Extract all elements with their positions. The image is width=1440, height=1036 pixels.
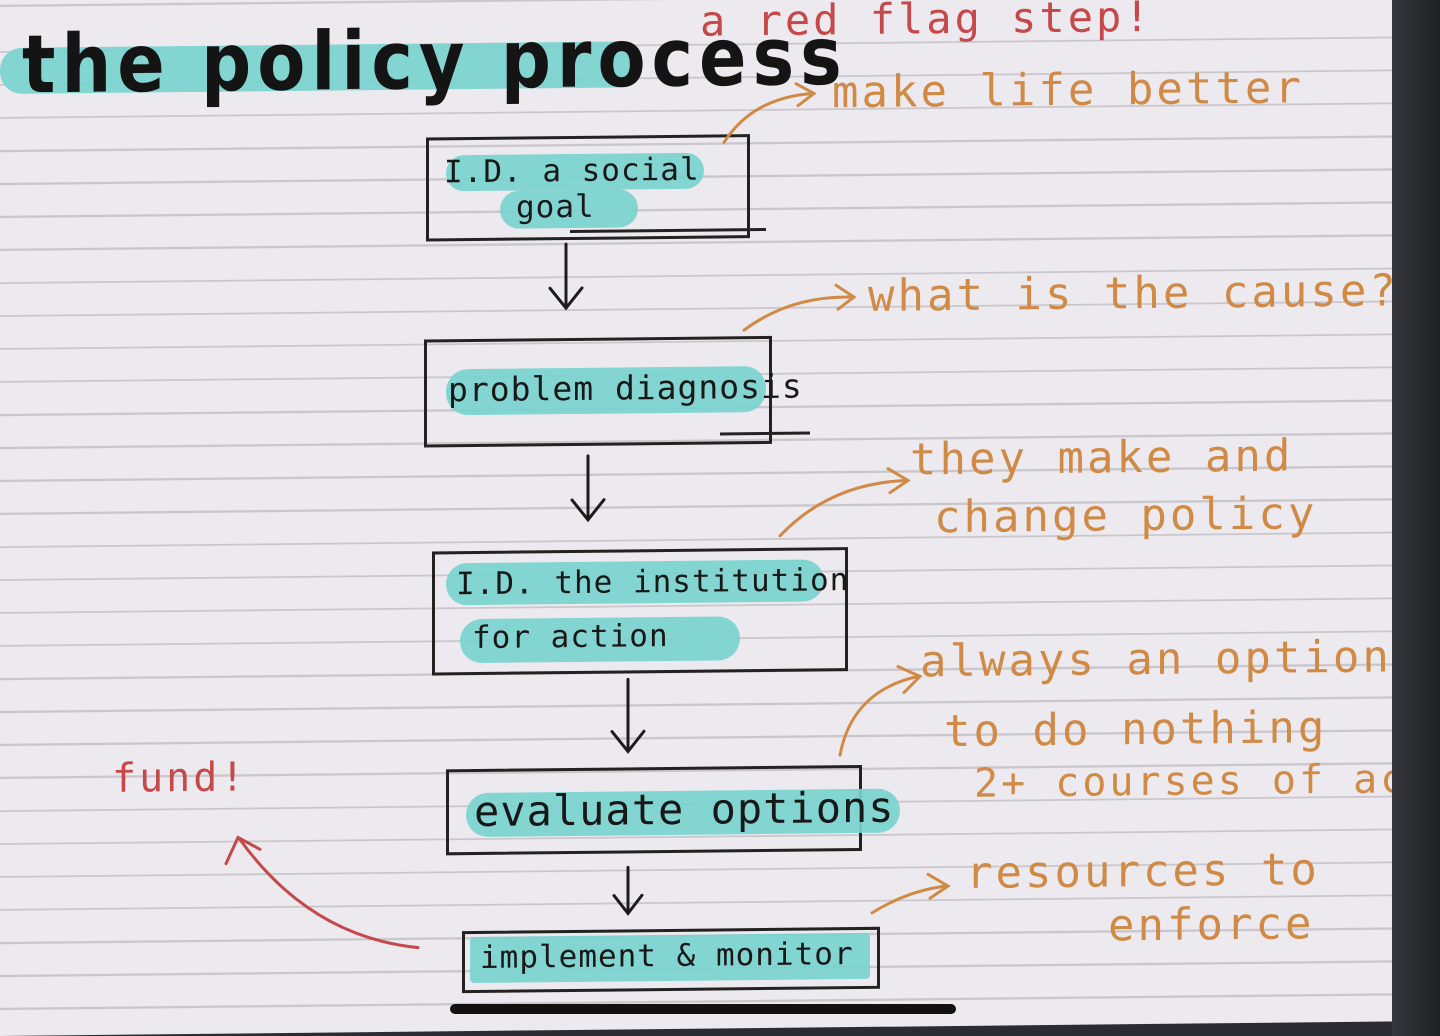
curved-arrow-icon [778,467,911,538]
down-arrow-icon [612,865,644,916]
home-indicator[interactable] [450,1004,956,1014]
down-arrow-icon [610,677,646,754]
curved-arrow-icon [838,665,923,757]
curved-arrow-icon [870,872,951,915]
down-arrow-icon [570,454,606,523]
curved-arrow-icon [722,82,817,144]
down-arrow-icon [548,242,584,311]
device-bezel [1392,0,1440,1036]
curved-arrow-icon [742,283,857,332]
curved-arrow-icon [224,835,420,950]
arrows-layer [224,82,951,950]
